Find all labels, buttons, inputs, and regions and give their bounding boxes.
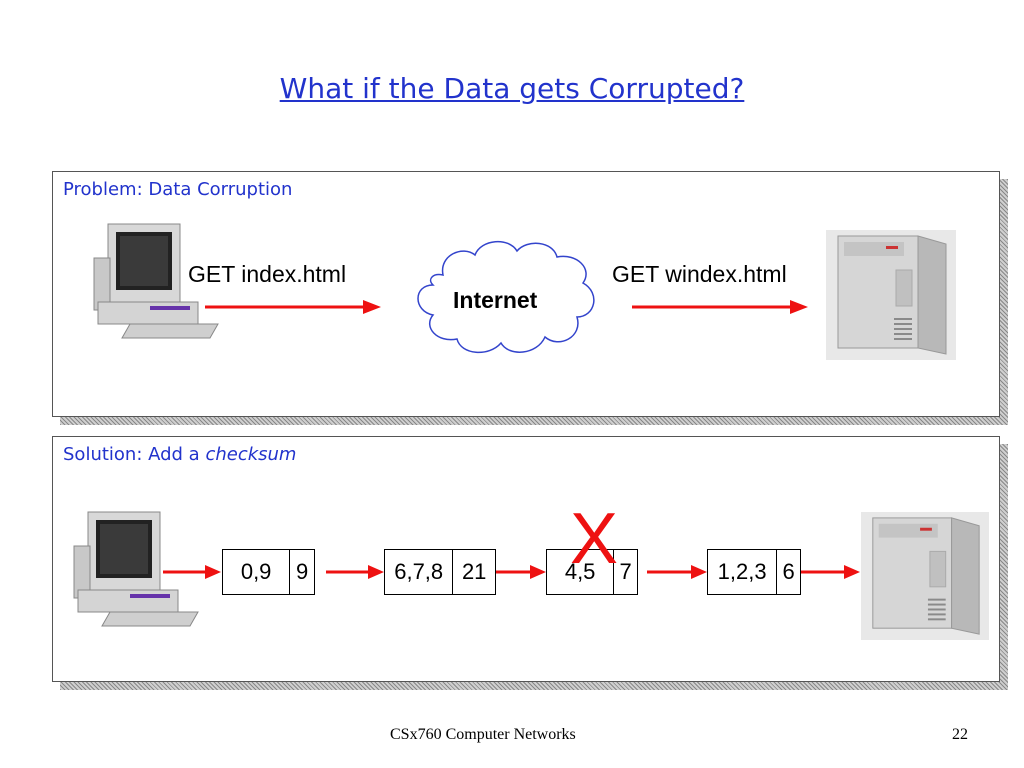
right-request-text: GET windex.html (612, 261, 787, 287)
packet-arrow (647, 565, 707, 579)
packet-arrow (326, 565, 384, 579)
packet-data: 0,9 (223, 550, 291, 594)
packet-data: 6,7,8 (385, 550, 454, 594)
solution-label: Solution: Add a checksum (63, 444, 296, 465)
packet-checksum: 6 (782, 559, 795, 584)
solution-panel: Solution: Add a checksum (52, 436, 1000, 682)
packet-data: 1,2,3 (708, 550, 778, 594)
packet-checksum: 7 (619, 559, 632, 584)
problem-label: Problem: Data Corruption (63, 179, 293, 200)
packet-2: 6,7,8 21 (384, 549, 496, 595)
server-tower-icon (861, 512, 989, 640)
packet-arrow (800, 565, 860, 579)
desktop-computer-icon (73, 511, 199, 627)
cloud-icon (417, 241, 595, 353)
right-request-arrow (632, 300, 808, 314)
packet-arrow (496, 565, 546, 579)
packet-3: 4,5 7 (546, 549, 638, 595)
cloud-label: Internet (453, 287, 538, 313)
solution-label-prefix: Solution: Add a (63, 444, 206, 465)
left-request-arrow (205, 300, 381, 314)
packet-1: 0,9 9 (222, 549, 315, 595)
desktop-computer-icon (93, 223, 219, 339)
packet-arrow (163, 565, 221, 579)
server-tower-icon (826, 230, 956, 360)
packet-checksum: 9 (296, 559, 309, 584)
footer-page-number: 22 (952, 726, 968, 743)
corruption-x-mark: X (570, 499, 619, 579)
packet-4: 1,2,3 6 (707, 549, 801, 595)
slide-title: What if the Data gets Corrupted? (279, 72, 745, 105)
left-request-text: GET index.html (188, 261, 347, 287)
solution-label-emphasis: checksum (205, 444, 297, 465)
packet-checksum: 21 (461, 559, 487, 584)
footer-course: CSx760 Computer Networks (390, 726, 576, 743)
packet-data: 4,5 (547, 550, 615, 594)
